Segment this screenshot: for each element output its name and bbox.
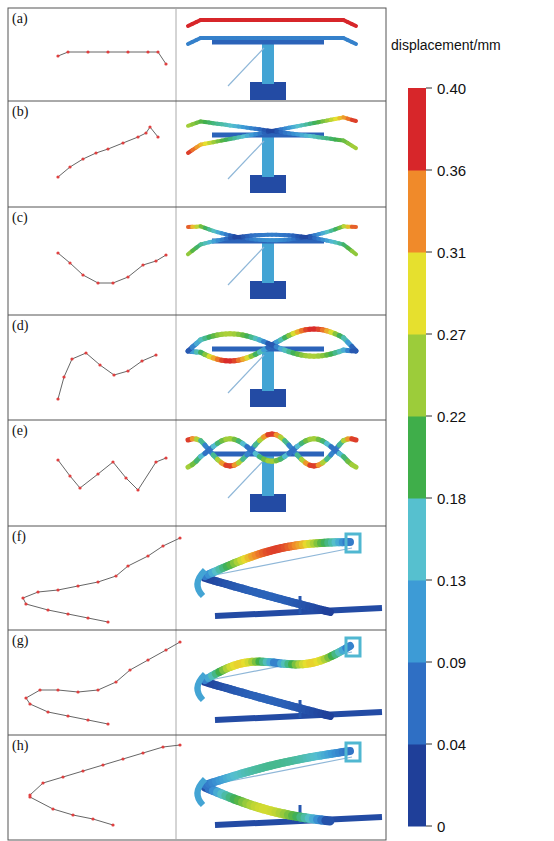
tick-value: 0 (437, 819, 445, 834)
tick-value: 0.09 (437, 655, 466, 670)
tick-value: 0.36 (437, 163, 466, 178)
axis-unit: displacement/mm (391, 38, 501, 52)
node-sketch (56, 251, 167, 284)
panel-letter: (c) (12, 211, 28, 225)
pantograph-side-view (197, 638, 382, 720)
tick-value: 0.31 (437, 245, 466, 260)
panel-letter: (b) (12, 105, 28, 119)
tick-value: 0.40 (437, 81, 466, 96)
pantograph-side-view (197, 534, 382, 616)
color-bar (408, 88, 432, 827)
tick-value: 0.27 (437, 327, 466, 342)
tick-value: 0.18 (437, 491, 466, 506)
node-sketch (28, 743, 181, 826)
tick-value: 0.22 (437, 409, 466, 424)
panel-letter: (g) (12, 634, 28, 648)
panel-letter: (f) (12, 530, 26, 544)
node-sketch (56, 125, 159, 178)
panel-letter: (e) (12, 424, 28, 438)
panel-letter: (h) (12, 739, 28, 753)
panel-letter: (a) (12, 12, 28, 26)
pantograph-front-view (188, 226, 356, 299)
pantograph-front-view (188, 117, 356, 193)
pantograph-front-view (188, 434, 356, 512)
tick-value: 0.13 (437, 573, 466, 588)
panel-letter: (d) (12, 319, 28, 333)
pantograph-front-view (188, 20, 356, 100)
node-sketch (24, 640, 181, 725)
node-sketch (21, 536, 181, 623)
panel-grid (8, 8, 386, 840)
tick-value: 0.04 (437, 737, 466, 752)
node-sketch (56, 351, 157, 400)
pantograph-front-view (188, 329, 356, 407)
node-sketch (56, 50, 167, 65)
node-sketch (56, 456, 167, 491)
pantograph-side-view (197, 743, 382, 825)
